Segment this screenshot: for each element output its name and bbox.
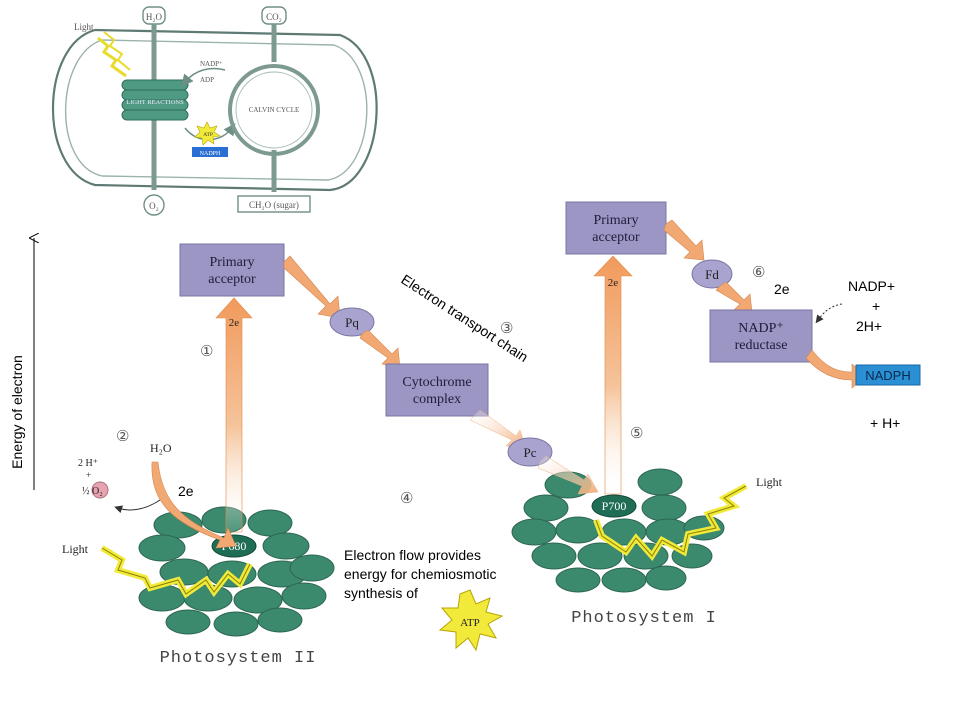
step-3-marker: ③	[500, 321, 513, 337]
h2o-inset-label: H₂O	[146, 12, 163, 22]
o2-bubble	[91, 481, 109, 499]
pc-label: Pc	[524, 445, 537, 460]
inset-return-arrow	[181, 67, 226, 87]
ch2o-inset-box	[237, 195, 311, 213]
ps2-light-label: Light	[62, 542, 89, 556]
nadp-reductase-line2: reductase	[735, 338, 788, 353]
energy-axis-label: Energy of electron	[9, 355, 25, 469]
nadp-plus-sign: +	[872, 298, 880, 314]
ps2-title: Photosystem II	[160, 649, 317, 668]
chemiosmosis-note: Electron flow provides energy for chemio…	[344, 547, 504, 652]
ps1-primary-acceptor-line2: acceptor	[592, 230, 640, 245]
nadp-inset-label: NADP⁺	[200, 60, 223, 68]
water-electron-arrow	[151, 461, 237, 549]
pq-carrier	[329, 307, 375, 337]
water-electrons-label: 2e	[178, 483, 194, 499]
arrow-pq-to-cytochrome	[359, 329, 401, 369]
etc-label: Electron transport chain	[398, 271, 531, 365]
nadp-input-arrow	[815, 303, 843, 324]
adp-inset-label: ADP	[200, 76, 214, 84]
chloroplast-outer-membrane	[51, 28, 378, 192]
fd-carrier	[691, 259, 733, 289]
ps2-antenna-disks	[138, 506, 335, 637]
nadp-reductase-line1: NADP⁺	[738, 321, 784, 336]
step-4-marker: ④	[400, 491, 413, 507]
pc-carrier	[507, 437, 553, 467]
water-release-arrow	[114, 499, 161, 514]
plus-label: +	[86, 470, 91, 480]
nadp-two-h-label: 2H+	[856, 318, 882, 334]
calvin-cycle-ring	[228, 64, 320, 156]
half-o2-label: ½ O₂	[82, 486, 103, 497]
nadp-reduction: Fd ⑥ 2e NADP⁺ reductase NADP+ + 2H+ NADP…	[663, 219, 921, 431]
thylakoid-stack	[121, 79, 189, 121]
light-reactions-label: LIGHT REACTIONS	[126, 99, 184, 106]
step-2-marker: ②	[116, 429, 129, 445]
arrow-fd-to-reductase	[715, 281, 753, 313]
fd-electrons-label: 2e	[774, 281, 790, 297]
pq-label: Pq	[345, 315, 359, 330]
nadp-reductase	[709, 309, 813, 363]
co2-inset-label: CO₂	[266, 12, 282, 22]
light-inset-label: Light	[74, 22, 94, 32]
cytochrome-line2: complex	[413, 392, 461, 407]
atp-label: ATP	[460, 617, 480, 629]
atp-star	[438, 589, 504, 652]
arrow-acceptor-to-pq	[283, 255, 341, 319]
nadph-inset-label: NADPH	[200, 151, 221, 157]
ps1-primary-acceptor-line1: Primary	[593, 213, 638, 228]
water-label: H₂O	[150, 441, 172, 455]
ps2-primary-acceptor-line2: acceptor	[208, 272, 256, 287]
p700-label: P700	[602, 499, 627, 513]
nadph-product	[855, 364, 921, 386]
o2-inset-label: O₂	[149, 201, 159, 211]
atp-inset-star	[194, 121, 221, 146]
ch2o-inset-label: CH₂O (sugar)	[249, 200, 299, 210]
chloroplast-inner-membrane	[65, 39, 368, 181]
ps1-electrons-label: 2e	[608, 277, 619, 289]
calvin-cycle-label: CALVIN CYCLE	[249, 106, 300, 114]
ps2-primary-acceptor	[179, 243, 285, 297]
fd-label: Fd	[705, 267, 719, 282]
arrow-pc-to-p700	[537, 455, 599, 495]
cytochrome-line1: Cytochrome	[402, 375, 471, 390]
ps2-electrons-label: 2e	[229, 317, 240, 329]
ps1-energy-arrow	[593, 255, 633, 495]
chemiosmosis-line1: Electron flow provides	[344, 547, 481, 563]
light-inset-ray-1	[97, 36, 127, 78]
calvin-cycle-inner	[235, 71, 313, 149]
ps1-light-label: Light	[756, 475, 783, 489]
nadp-plus-label: NADP+	[848, 278, 895, 294]
ps1-light-bolt-outline	[595, 485, 747, 557]
chemiosmosis-line2: energy for chemiosmotic	[344, 566, 497, 582]
nadph-label: NADPH	[865, 368, 911, 383]
nadph-inset-box	[192, 147, 228, 157]
atp-inset-label: ATP	[203, 132, 213, 138]
two-h-plus-label: 2 H⁺	[78, 458, 98, 469]
electron-transport-chain: Pq Cytochrome complex Electron transport…	[283, 255, 553, 507]
step-1-marker: ①	[200, 344, 213, 360]
ps2-light-bolt-outline	[101, 547, 251, 595]
p700-reaction-center	[591, 494, 637, 518]
photosystem-i: P700 Light 2e ⑤ Primary acceptor Photosy…	[511, 201, 783, 628]
ps2-primary-acceptor-line1: Primary	[209, 255, 254, 270]
ps1-title: Photosystem I	[571, 609, 717, 628]
ps2-energy-arrow	[215, 297, 253, 533]
chloroplast-inset: H₂O CO₂ O₂ CH₂O (sugar) Light LIGHT REAC…	[51, 6, 378, 216]
step-6-marker: ⑥	[752, 265, 765, 281]
light-inset-ray-2	[103, 31, 131, 71]
ps1-primary-acceptor	[565, 201, 667, 255]
chemiosmosis-line3: synthesis of	[344, 585, 418, 601]
step-5-marker: ⑤	[630, 426, 643, 442]
cytochrome-complex	[385, 363, 489, 417]
photosystem-ii: P680 Light 2e ① Primary acceptor ② H₂O 2…	[62, 243, 335, 668]
plus-h-label: + H+	[870, 415, 900, 431]
o2-inset-circle	[143, 194, 165, 216]
arrow-acceptor-to-fd	[663, 219, 705, 261]
